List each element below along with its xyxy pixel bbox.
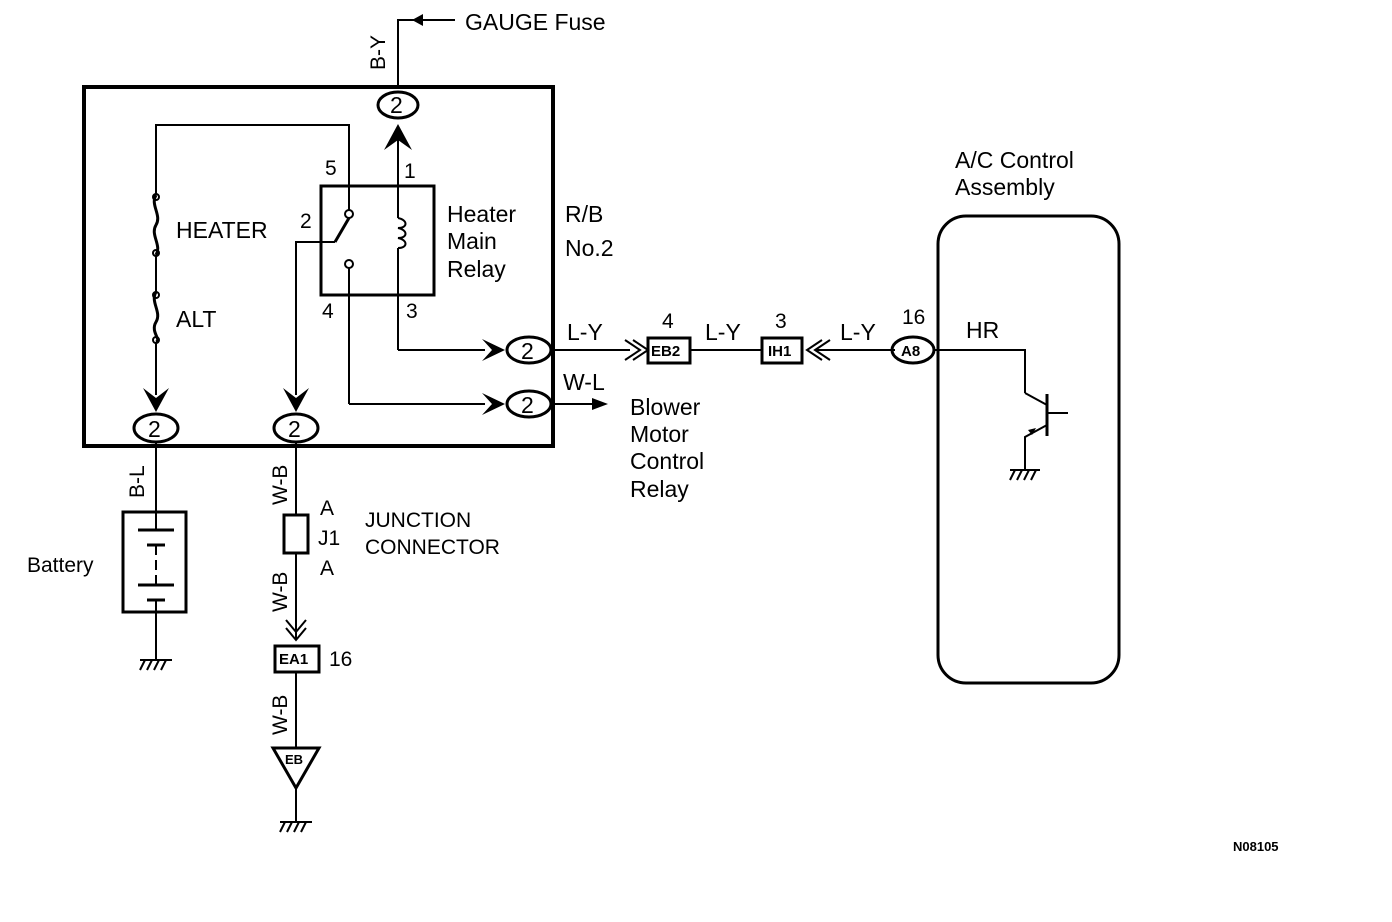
connector-ih1: IH1 xyxy=(768,343,791,360)
connector-a8: A8 xyxy=(901,343,920,360)
junction-label-1: JUNCTION xyxy=(365,509,471,532)
junction-label-2: CONNECTOR xyxy=(365,536,500,559)
blower-label-1: Blower xyxy=(630,394,701,420)
wire-bl-label: B-L xyxy=(126,465,149,498)
relay-block-name-1: R/B xyxy=(565,201,603,227)
relay-label-3: Relay xyxy=(447,256,506,282)
ly-output: 2 L-Y EB2 4 L-Y IH1 3 L-Y A8 16 xyxy=(398,306,938,365)
wl-output: 2 W-L Blower Motor Control Relay xyxy=(349,369,704,502)
svg-text:A: A xyxy=(320,497,334,520)
svg-text:2: 2 xyxy=(148,416,161,442)
wire-ly-3: L-Y xyxy=(840,319,876,345)
gauge-fuse-feed: GAUGE Fuse B-Y xyxy=(367,9,606,85)
connector-ea1: EA1 xyxy=(279,651,308,668)
svg-text:1: 1 xyxy=(404,160,416,183)
battery-label: Battery xyxy=(27,554,94,577)
wire-wl-label: W-L xyxy=(563,369,605,395)
svg-text:4: 4 xyxy=(662,310,674,333)
heater-fuse-label: HEATER xyxy=(176,217,268,243)
gauge-fuse-label: GAUGE Fuse xyxy=(465,9,606,35)
heater-main-relay: Heater Main Relay 1 2 3 4 5 2 xyxy=(272,157,516,444)
wire-ly-1: L-Y xyxy=(567,319,603,345)
svg-text:5: 5 xyxy=(325,157,337,180)
svg-text:2: 2 xyxy=(521,338,534,364)
connector-top-pin: 2 xyxy=(390,92,403,118)
wire-by-label: B-Y xyxy=(367,35,390,70)
svg-text:2: 2 xyxy=(300,210,312,233)
relay-block-outline xyxy=(82,85,555,448)
ac-label-1: A/C Control xyxy=(955,147,1074,173)
junction-j1 xyxy=(282,513,310,555)
svg-text:4: 4 xyxy=(322,300,334,323)
svg-text:16: 16 xyxy=(902,306,925,329)
svg-text:16: 16 xyxy=(329,648,352,671)
svg-text:3: 3 xyxy=(406,300,418,323)
battery: B-L Battery xyxy=(27,442,188,671)
relay-label-1: Heater xyxy=(447,201,516,227)
fuse-chain: HEATER ALT 2 xyxy=(132,124,350,444)
blower-label-2: Motor xyxy=(630,421,689,447)
ac-control-assembly: A/C Control Assembly HR xyxy=(936,147,1121,685)
ac-terminal-hr: HR xyxy=(966,317,999,343)
svg-text:2: 2 xyxy=(521,392,534,418)
ground-eb: EB xyxy=(285,752,303,767)
junction-chain: W-B A J1 A JUNCTION CONNECTOR W-B EA1 16… xyxy=(269,442,500,833)
junction-id: J1 xyxy=(318,527,340,550)
wire-wb-1: W-B xyxy=(269,465,292,505)
connector-eb2: EB2 xyxy=(651,343,680,360)
wire-wb-2: W-B xyxy=(269,572,292,612)
wire-ly-2: L-Y xyxy=(705,319,741,345)
relay-block-name-2: No.2 xyxy=(565,235,614,261)
svg-text:3: 3 xyxy=(775,310,787,333)
blower-label-3: Control xyxy=(630,448,704,474)
connector-top: 2 xyxy=(376,90,420,185)
svg-text:2: 2 xyxy=(288,416,301,442)
figure-id: N08105 xyxy=(1233,839,1279,854)
relay-label-2: Main xyxy=(447,228,497,254)
ac-label-2: Assembly xyxy=(955,174,1055,200)
svg-text:A: A xyxy=(320,557,334,580)
wire-wb-3: W-B xyxy=(269,695,292,735)
blower-label-4: Relay xyxy=(630,476,689,502)
alt-fuse-label: ALT xyxy=(176,306,216,332)
